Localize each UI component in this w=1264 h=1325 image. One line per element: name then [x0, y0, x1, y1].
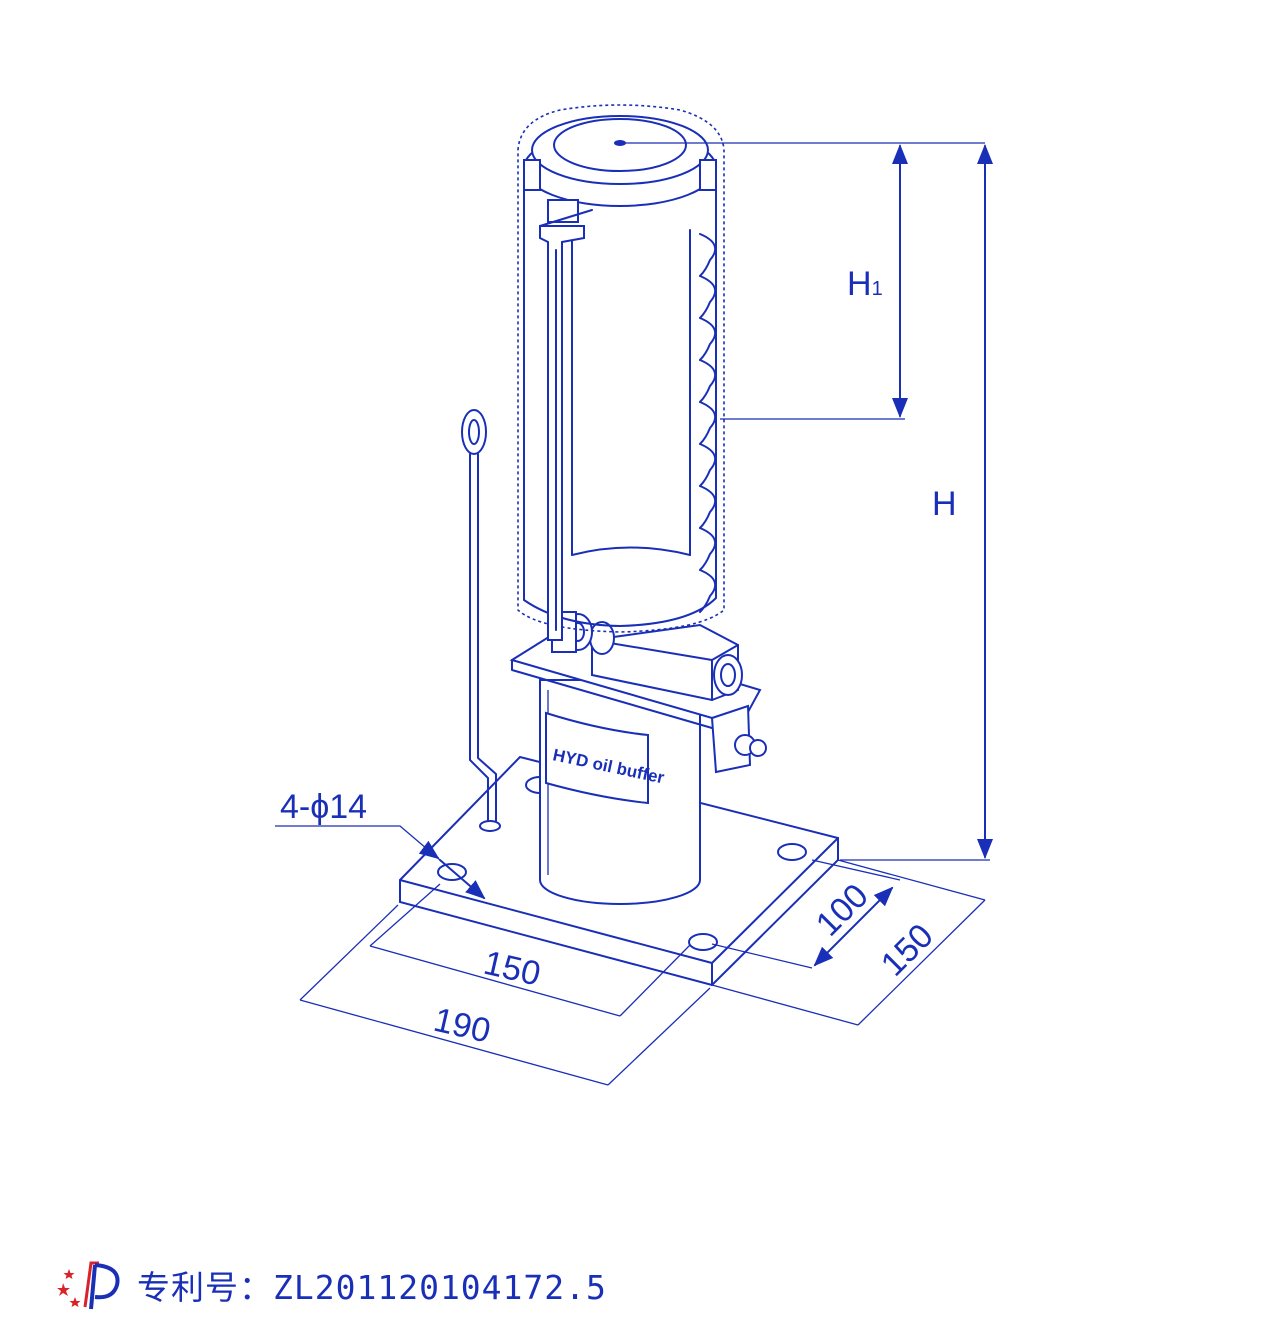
spring-coil-side	[699, 443, 717, 487]
dim-h1: H1	[625, 142, 985, 420]
dim-holes: 4-ϕ14	[275, 788, 486, 900]
product-label-plate	[545, 711, 649, 805]
dim-hole-spacing-x: 150	[480, 944, 544, 994]
spring-coil-side	[699, 275, 717, 319]
dim-h-label: H	[932, 485, 957, 523]
spring-coils	[699, 233, 717, 613]
dim-hole-spacing-y: 100	[809, 877, 876, 944]
footer: 专利号：ZL201120104172.5	[55, 1255, 607, 1315]
oil-dipstick	[461, 409, 501, 832]
top-center-mark	[614, 140, 626, 146]
patent-logo-icon	[57, 1261, 120, 1310]
mounting-hole	[437, 863, 467, 881]
patent-number: 专利号：ZL201120104172.5	[137, 1268, 607, 1307]
dim-holes-label: 4-ϕ14	[280, 788, 367, 826]
spring-coil-side	[699, 359, 717, 403]
dim-h: H	[840, 144, 993, 861]
mounting-hole	[688, 933, 718, 951]
guide-rod	[539, 209, 593, 641]
dim-width-x: 190	[430, 1001, 494, 1051]
spring-coil-side	[699, 527, 717, 571]
cylinder-body: HYD oil buffer	[539, 679, 701, 905]
dim-h1-label: H1	[847, 265, 883, 303]
spring-coil-side	[699, 401, 717, 445]
dim-width-y: 150	[874, 917, 941, 984]
mounting-hole	[777, 843, 807, 861]
spring-coil-side	[699, 569, 717, 613]
spring-coil-side	[699, 317, 717, 361]
spring-top	[523, 115, 717, 223]
spring-coil-side	[699, 233, 717, 277]
spring-assembly	[517, 104, 725, 633]
spring-coil-side	[699, 485, 717, 529]
